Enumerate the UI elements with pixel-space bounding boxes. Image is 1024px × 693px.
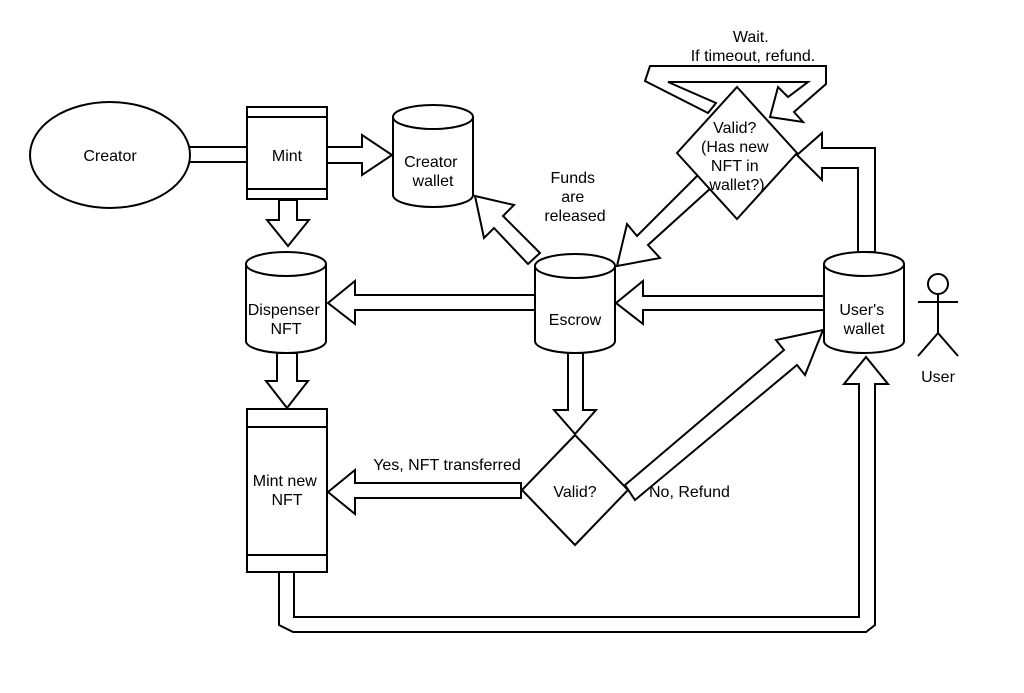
users-wallet-node xyxy=(823,251,905,354)
wait-timeout-loop-arrow xyxy=(643,65,827,124)
valid-check-top-label: Valid? (Has new NFT in wallet?) xyxy=(701,120,773,194)
mint-to-dispenser-arrow xyxy=(264,199,312,248)
dispenser-nft-label: Dispenser NFT xyxy=(248,302,324,338)
escrow-to-creator-wallet-arrow xyxy=(473,194,542,266)
user-actor-icon xyxy=(917,273,959,357)
creator-wallet-label: Creator wallet xyxy=(404,154,462,190)
mint-node xyxy=(246,106,328,200)
creator-wallet-node xyxy=(392,104,474,208)
wallet-to-escrow-arrow xyxy=(614,278,826,327)
no-refund-label: No, Refund xyxy=(649,484,730,501)
valid-check-bottom-node xyxy=(520,433,630,547)
mint-label: Mint xyxy=(272,148,303,165)
dispenser-nft-node xyxy=(245,251,327,354)
user-actor-label: User xyxy=(921,369,955,386)
escrow-to-valid-arrow xyxy=(551,352,599,436)
yes-transferred-label: Yes, NFT transferred xyxy=(373,457,521,474)
escrow-label: Escrow xyxy=(549,312,602,329)
escrow-to-dispenser-arrow xyxy=(326,278,536,327)
mint-new-nft-node xyxy=(246,408,328,573)
wallet-to-valid-top-arrow xyxy=(795,130,876,253)
mint-new-nft-label: Mint new NFT xyxy=(253,473,321,509)
valid-top-to-escrow-arrow xyxy=(615,171,714,268)
creator-label: Creator xyxy=(83,148,137,165)
escrow-node xyxy=(534,253,616,354)
wait-timeout-label: Wait. If timeout, refund. xyxy=(691,29,816,65)
valid-check-bottom-label: Valid? xyxy=(553,484,596,501)
dispenser-to-mint-new-arrow xyxy=(263,352,311,410)
creator-to-mint-connector xyxy=(188,146,248,163)
mint-to-creator-wallet-arrow xyxy=(326,133,394,177)
creator-node xyxy=(29,101,191,209)
users-wallet-label: User's wallet xyxy=(839,302,888,338)
funds-released-label: Funds are released xyxy=(544,170,605,225)
valid-check-top-node xyxy=(675,85,799,221)
mint-new-to-wallet-loop-arrow xyxy=(278,355,891,633)
valid-yes-arrow xyxy=(326,467,522,517)
valid-no-refund-arrow xyxy=(623,328,825,502)
